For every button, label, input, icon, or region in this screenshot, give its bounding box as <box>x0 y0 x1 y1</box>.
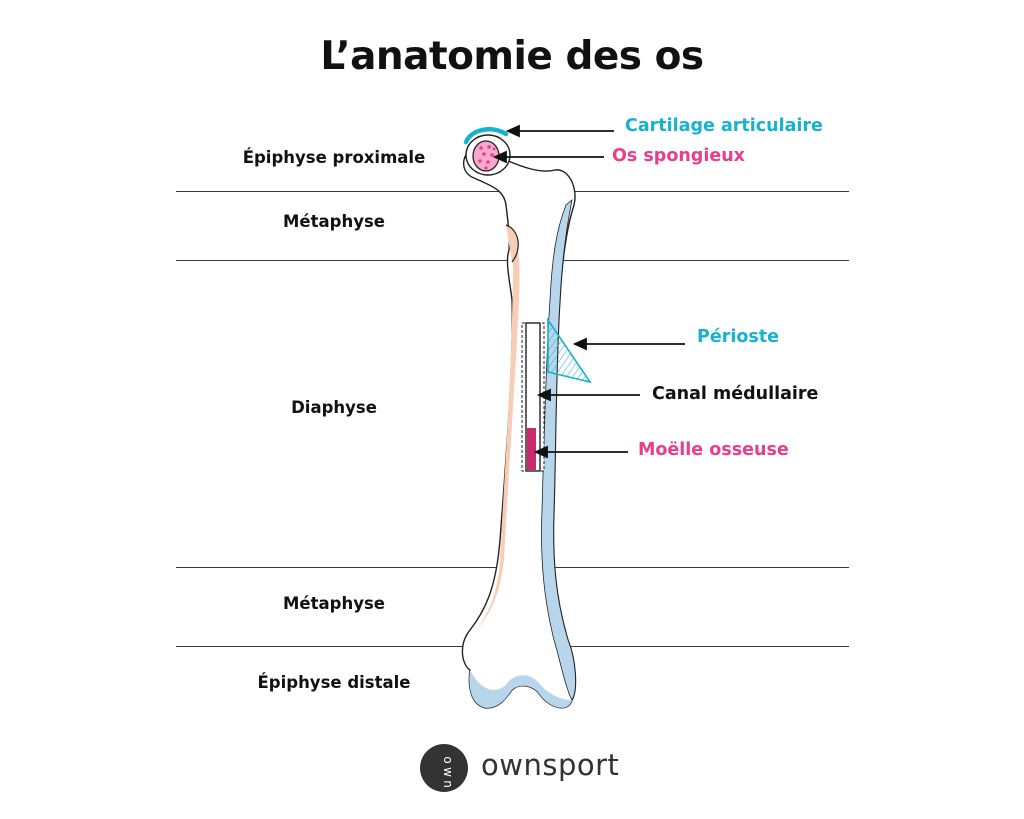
label-cartilage-articulaire: Cartilage articulaire <box>625 116 823 136</box>
region-epiphyse-distale: Épiphyse distale <box>257 673 411 692</box>
bone-peach-shading <box>476 232 520 630</box>
svg-text:o: o <box>441 756 455 763</box>
marrow <box>527 428 536 470</box>
label-canal-medullaire: Canal médullaire <box>652 384 819 404</box>
periosteum-flap <box>547 317 592 384</box>
svg-text:w: w <box>441 767 455 777</box>
page-title: L’anatomie des os <box>320 34 704 79</box>
distal-blue-shading <box>469 670 572 708</box>
svg-text:n: n <box>441 780 455 788</box>
cartilage-arc <box>463 127 509 145</box>
label-moelle-osseuse: Moëlle osseuse <box>638 440 789 460</box>
region-diaphyse: Diaphyse <box>291 398 377 417</box>
spongy-dots <box>478 145 496 170</box>
region-epiphyse-proximale: Épiphyse proximale <box>242 148 426 167</box>
ownsport-logo-mark: o w n <box>420 744 468 792</box>
trochanter-bump <box>505 224 519 263</box>
label-perioste: Périoste <box>697 327 779 347</box>
region-metaphyse-top: Métaphyse <box>283 212 385 231</box>
ownsport-logo-text: ownsport <box>481 748 620 782</box>
region-metaphyse-bottom: Métaphyse <box>283 594 385 613</box>
label-os-spongieux: Os spongieux <box>612 146 745 166</box>
